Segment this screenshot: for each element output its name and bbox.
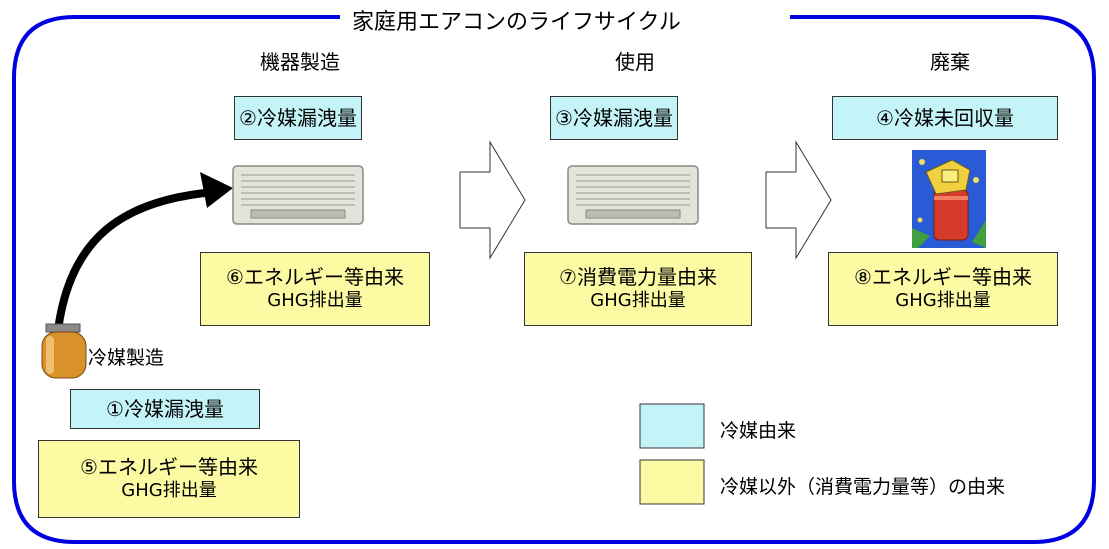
box-sublabel: GHG排出量 — [267, 290, 363, 312]
box-refrigerant-leak-production: ①冷媒漏洩量 — [70, 389, 260, 429]
box-sublabel: GHG排出量 — [895, 290, 991, 312]
refrigerant-production-label: 冷媒製造 — [88, 347, 165, 369]
box-label: ③冷媒漏洩量 — [555, 105, 673, 130]
box-sublabel: GHG排出量 — [121, 480, 217, 502]
refrigerant-cylinder-icon — [41, 323, 87, 379]
box-label: ⑤エネルギー等由来 — [80, 455, 258, 480]
supply-arrowhead — [200, 172, 233, 208]
disposal-trash-icon — [912, 150, 986, 248]
box-refrigerant-leak-manufacturing: ②冷媒漏洩量 — [234, 96, 362, 140]
stage-use-label: 使用 — [615, 50, 655, 74]
legend-label-refrigerant: 冷媒由来 — [720, 420, 797, 442]
box-ghg-disposal: ⑧エネルギー等由来 GHG排出量 — [828, 252, 1058, 326]
box-label: ⑧エネルギー等由来 — [854, 265, 1032, 290]
box-refrigerant-unrecovered: ④冷媒未回収量 — [832, 96, 1058, 140]
air-conditioner-icon — [232, 165, 364, 225]
stage-arrow-2 — [765, 140, 832, 260]
lifecycle-frame — [12, 15, 1096, 544]
stage-manufacturing-label: 機器製造 — [260, 50, 340, 74]
box-label: ④冷媒未回収量 — [876, 105, 1014, 130]
box-label: ①冷媒漏洩量 — [106, 396, 224, 421]
box-label: ②冷媒漏洩量 — [239, 105, 357, 130]
box-ghg-production: ⑤エネルギー等由来 GHG排出量 — [38, 440, 300, 518]
stage-disposal-label: 廃棄 — [930, 50, 970, 74]
legend-swatch-refrigerant — [639, 403, 705, 449]
stage-arrow-1 — [459, 140, 526, 260]
legend-swatch-non-refrigerant — [639, 459, 705, 505]
box-ghg-manufacturing: ⑥エネルギー等由来 GHG排出量 — [200, 252, 430, 326]
box-ghg-use: ⑦消費電力量由来 GHG排出量 — [524, 252, 752, 326]
air-conditioner-icon — [567, 165, 699, 225]
box-label: ⑦消費電力量由来 — [559, 265, 717, 290]
box-refrigerant-leak-use: ③冷媒漏洩量 — [550, 96, 678, 140]
box-label: ⑥エネルギー等由来 — [226, 265, 404, 290]
box-sublabel: GHG排出量 — [590, 290, 686, 312]
diagram-title: 家庭用エアコンのライフサイクル — [352, 10, 681, 35]
supply-arrow — [54, 188, 216, 331]
legend-label-non-refrigerant: 冷媒以外（消費電力量等）の由来 — [720, 476, 1006, 498]
